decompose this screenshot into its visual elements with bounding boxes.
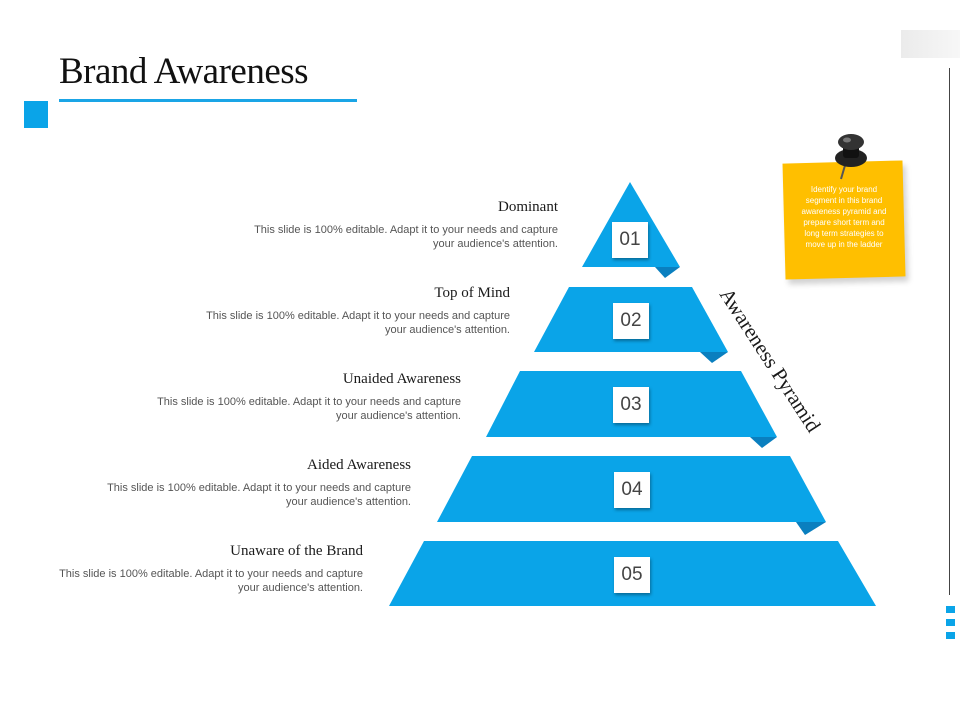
tier-label-aided-awareness: Aided Awareness [306, 457, 411, 473]
pushpin-icon [835, 134, 867, 180]
decor-dot [946, 606, 955, 613]
tier-label-unaided-awareness: Unaided Awareness [342, 371, 461, 387]
tier-fold [796, 522, 826, 535]
tier-number-box: 04 [614, 472, 650, 508]
corner-tab [901, 30, 960, 58]
decor-dot [946, 619, 955, 626]
accent-square [24, 101, 48, 128]
tier-number-box: 02 [613, 303, 649, 339]
tier-description: This slide is 100% editable. Adapt it to… [107, 482, 411, 508]
tier-label-top-of-mind: Top of Mind [434, 285, 510, 301]
tier-number-box: 03 [613, 387, 649, 423]
tier-description: This slide is 100% editable. Adapt it to… [59, 568, 363, 594]
tier-number-box: 01 [612, 222, 648, 258]
tier-label-dominant: Dominant [498, 199, 558, 215]
page-title: Brand Awareness [59, 51, 309, 92]
tier-fold [700, 352, 728, 363]
tier-label-unaware-of-the-brand: Unaware of the Brand [230, 543, 363, 559]
tier-description: This slide is 100% editable. Adapt it to… [206, 310, 510, 336]
tier-fold [655, 267, 680, 278]
sticky-note-text: Identify your brand segment in this bran… [801, 185, 887, 249]
right-divider [949, 68, 950, 595]
tier-description: This slide is 100% editable. Adapt it to… [157, 396, 461, 422]
tier-description: This slide is 100% editable. Adapt it to… [254, 224, 558, 250]
tier-fold [750, 437, 777, 448]
title-underline [59, 99, 357, 102]
tier-number-box: 05 [614, 557, 650, 593]
decor-dot [946, 632, 955, 639]
